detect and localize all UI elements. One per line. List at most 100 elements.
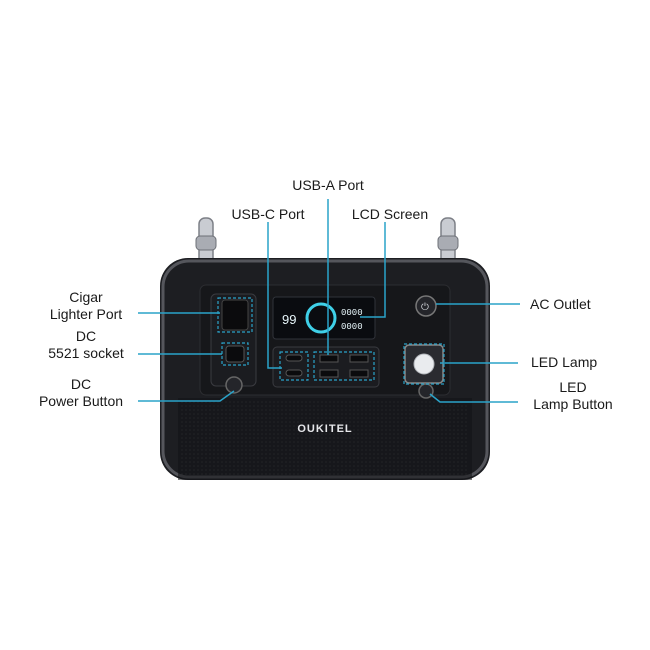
grille-dot <box>349 401 351 403</box>
grille-dot <box>457 465 459 467</box>
grille-dot <box>181 445 183 447</box>
grille-dot <box>241 461 243 463</box>
grille-dot <box>277 461 279 463</box>
grille-dot <box>405 429 407 431</box>
grille-dot <box>289 445 291 447</box>
grille-dot <box>345 453 347 455</box>
grille-dot <box>257 445 259 447</box>
grille-dot <box>245 449 247 451</box>
grille-dot <box>289 441 291 443</box>
grille-dot <box>181 449 183 451</box>
grille-dot <box>305 425 307 427</box>
grille-dot <box>233 437 235 439</box>
grille-dot <box>373 437 375 439</box>
grille-dot <box>425 445 427 447</box>
grille-dot <box>425 461 427 463</box>
grille-dot <box>233 433 235 435</box>
grille-dot <box>401 461 403 463</box>
grille-dot <box>341 469 343 471</box>
grille-dot <box>417 401 419 403</box>
grille-dot <box>225 457 227 459</box>
grille-dot <box>273 457 275 459</box>
grille-dot <box>233 413 235 415</box>
grille-dot <box>205 469 207 471</box>
grille-dot <box>325 469 327 471</box>
grille-dot <box>229 437 231 439</box>
grille-dot <box>421 453 423 455</box>
grille-dot <box>245 457 247 459</box>
grille-dot <box>465 437 467 439</box>
grille-dot <box>229 405 231 407</box>
grille-dot <box>401 449 403 451</box>
grille-dot <box>405 465 407 467</box>
grille-dot <box>265 425 267 427</box>
grille-dot <box>297 469 299 471</box>
grille-dot <box>465 445 467 447</box>
grille-dot <box>425 433 427 435</box>
grille-dot <box>305 457 307 459</box>
grille-dot <box>465 417 467 419</box>
grille-dot <box>265 405 267 407</box>
grille-dot <box>213 449 215 451</box>
grille-dot <box>221 441 223 443</box>
grille-dot <box>249 429 251 431</box>
grille-dot <box>197 429 199 431</box>
grille-dot <box>297 453 299 455</box>
grille-dot <box>457 405 459 407</box>
grille-dot <box>301 413 303 415</box>
grille-dot <box>309 461 311 463</box>
grille-dot <box>429 453 431 455</box>
grille-dot <box>389 465 391 467</box>
grille-dot <box>413 417 415 419</box>
grille-dot <box>277 417 279 419</box>
grille-dot <box>425 401 427 403</box>
grille-dot <box>441 457 443 459</box>
grille-dot <box>377 461 379 463</box>
grille-dot <box>377 425 379 427</box>
grille-dot <box>349 417 351 419</box>
grille-dot <box>253 405 255 407</box>
grille-dot <box>453 461 455 463</box>
grille-dot <box>369 421 371 423</box>
grille-dot <box>461 473 463 475</box>
usb-c-port-2 <box>285 369 303 377</box>
grille-dot <box>401 457 403 459</box>
grille-dot <box>401 453 403 455</box>
grille-dot <box>197 457 199 459</box>
dc-power-button[interactable] <box>225 376 243 394</box>
grille-dot <box>397 413 399 415</box>
grille-dot <box>217 461 219 463</box>
grille-dot <box>457 461 459 463</box>
grille-dot <box>289 461 291 463</box>
grille-dot <box>433 421 435 423</box>
grille-dot <box>461 413 463 415</box>
grille-dot <box>349 453 351 455</box>
grille-dot <box>465 473 467 475</box>
grille-dot <box>281 413 283 415</box>
grille-dot <box>381 441 383 443</box>
grille-dot <box>225 417 227 419</box>
grille-dot <box>377 429 379 431</box>
grille-dot <box>401 473 403 475</box>
grille-dot <box>373 405 375 407</box>
grille-dot <box>429 457 431 459</box>
grille-dot <box>449 445 451 447</box>
grille-dot <box>317 453 319 455</box>
ac-power-button[interactable] <box>415 295 437 317</box>
grille-dot <box>257 453 259 455</box>
grille-dot <box>193 473 195 475</box>
grille-dot <box>233 401 235 403</box>
usb-c-port-1 <box>285 354 303 362</box>
grille-dot <box>413 405 415 407</box>
grille-dot <box>461 433 463 435</box>
led-lamp-button[interactable] <box>418 383 434 399</box>
grille-dot <box>389 413 391 415</box>
grille-dot <box>305 461 307 463</box>
grille-dot <box>309 449 311 451</box>
grille-dot <box>241 417 243 419</box>
grille-dot <box>361 417 363 419</box>
grille-dot <box>461 437 463 439</box>
grille-dot <box>461 445 463 447</box>
grille-dot <box>277 413 279 415</box>
grille-dot <box>213 425 215 427</box>
